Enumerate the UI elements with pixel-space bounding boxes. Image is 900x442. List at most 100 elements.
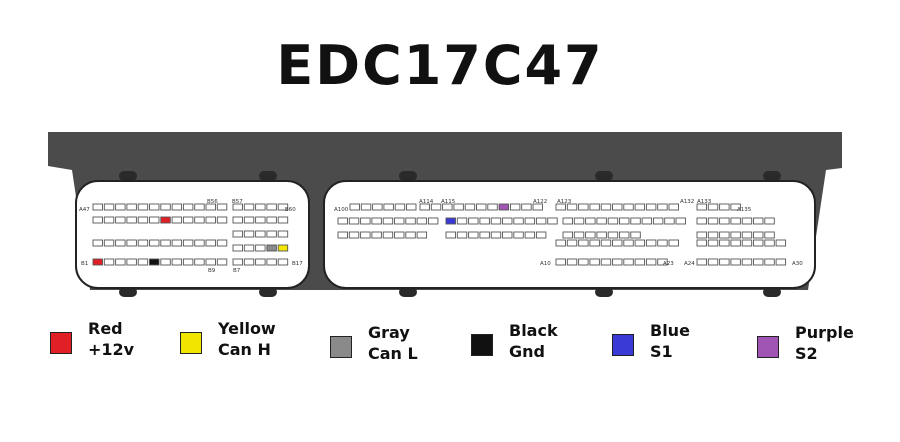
pin: [216, 239, 228, 247]
pin: [668, 239, 679, 247]
pin-red: [160, 216, 171, 224]
pin: [623, 239, 634, 247]
housing-clip: [399, 287, 417, 297]
page-title: EDC17C47: [276, 34, 604, 97]
pin: [573, 217, 585, 225]
pin: [696, 217, 707, 225]
pin: [573, 231, 585, 239]
pin: [645, 203, 657, 211]
pin-label-a114: A114: [419, 199, 434, 205]
legend-role: S2: [795, 344, 818, 363]
pin: [753, 258, 764, 266]
pin: [255, 258, 266, 266]
pin: [103, 203, 115, 211]
pin: [775, 239, 787, 247]
pin-label-b9: B9: [208, 268, 216, 274]
pin: [730, 231, 741, 239]
pin: [476, 203, 487, 211]
pin-label-a133: A133: [697, 199, 712, 205]
pin: [194, 258, 205, 266]
legend-role: Can H: [218, 340, 271, 359]
legend-item-red: Red+12v: [50, 318, 134, 360]
pin: [216, 203, 228, 211]
pin: [585, 217, 596, 225]
pin: [255, 216, 266, 224]
housing-clip: [763, 171, 781, 181]
legend-swatch-yellow: [180, 332, 202, 354]
pin: [566, 203, 578, 211]
pin: [753, 231, 764, 239]
housing-clip: [595, 171, 613, 181]
pin: [194, 239, 205, 247]
pin: [103, 239, 115, 247]
pin: [600, 258, 612, 266]
legend-color-name: Red: [88, 319, 123, 338]
pin: [521, 203, 532, 211]
pin: [205, 203, 216, 211]
pin-label-a123: A123: [557, 199, 572, 205]
pin: [566, 239, 578, 247]
pin: [171, 239, 183, 247]
pin-label-b17: B17: [292, 261, 303, 267]
pin: [115, 258, 126, 266]
pin: [205, 216, 216, 224]
pin: [764, 231, 775, 239]
pin: [232, 258, 243, 266]
pin: [149, 239, 160, 247]
pin: [243, 203, 255, 211]
pin: [612, 203, 623, 211]
pin: [589, 239, 600, 247]
pin: [645, 258, 657, 266]
pin: [137, 239, 149, 247]
legend-color-name: Yellow: [218, 319, 276, 338]
pin: [382, 231, 394, 239]
housing-clip: [763, 287, 781, 297]
pin: [547, 217, 558, 225]
pin: [585, 231, 596, 239]
legend-role: Can L: [368, 344, 418, 363]
pin: [707, 239, 719, 247]
pin: [589, 258, 600, 266]
pin: [634, 203, 646, 211]
pin-label-a30: A30: [792, 261, 803, 267]
pin: [502, 217, 513, 225]
pin: [266, 216, 277, 224]
pin: [664, 217, 675, 225]
pin: [232, 216, 243, 224]
legend-swatch-black: [471, 334, 493, 356]
pin: [266, 230, 277, 238]
pin: [337, 217, 348, 225]
pin: [382, 217, 394, 225]
pin: [607, 231, 619, 239]
pin: [696, 258, 707, 266]
pin: [719, 258, 730, 266]
legend-swatch-blue: [612, 334, 634, 356]
pin: [92, 216, 103, 224]
pin: [194, 216, 205, 224]
pin: [430, 203, 442, 211]
pin-label-a100: A100: [334, 207, 349, 213]
pin-label-a47: A47: [79, 207, 90, 213]
legend-role: Gnd: [509, 342, 545, 361]
housing-clip: [119, 287, 137, 297]
pin: [394, 231, 405, 239]
pin: [348, 217, 360, 225]
pin: [535, 231, 547, 239]
pin: [456, 217, 468, 225]
pin: [92, 239, 103, 247]
pin: [216, 258, 228, 266]
pin: [764, 217, 775, 225]
pin: [623, 203, 634, 211]
pin: [419, 203, 430, 211]
pin: [607, 217, 619, 225]
pin: [182, 239, 194, 247]
pin: [232, 203, 243, 211]
pin: [126, 258, 137, 266]
pin: [619, 231, 630, 239]
